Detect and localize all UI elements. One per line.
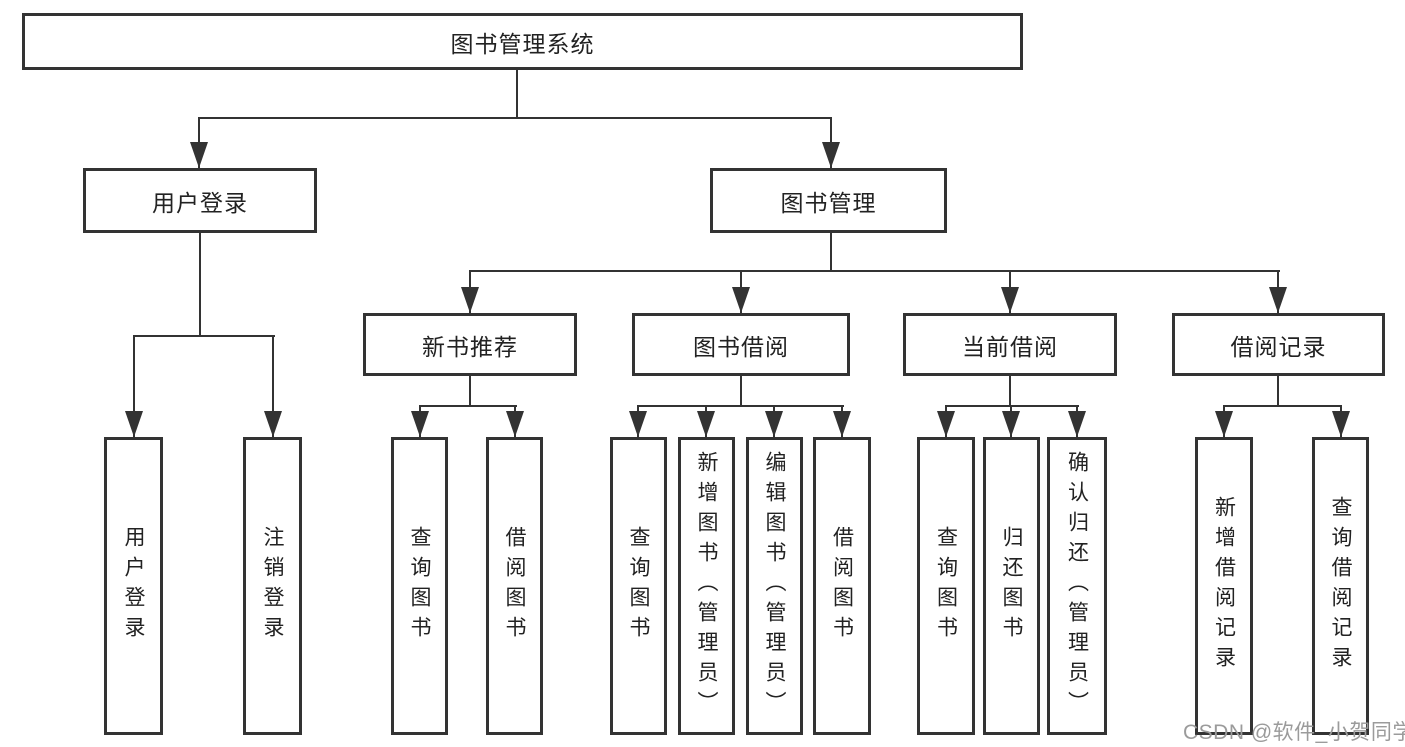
- arrow-down-icon: [822, 118, 840, 168]
- node-leaf-query-book-3: 查询图书: [917, 437, 975, 735]
- node-leaf-confirm-return-admin: 确认归还（管理员）: [1047, 437, 1107, 735]
- arrow-head: [833, 411, 851, 437]
- arrow-down-icon: [461, 271, 479, 313]
- node-label: 用户登录: [122, 526, 145, 646]
- node-leaf-return-book: 归还图书: [983, 437, 1040, 735]
- node-label: 新增图书（管理员）: [695, 451, 718, 721]
- arrow-down-icon: [264, 336, 282, 437]
- connector-line: [469, 270, 1280, 272]
- arrow-down-icon: [1332, 406, 1350, 437]
- node-user-login: 用户登录: [83, 168, 317, 233]
- node-label: 确认归还（管理员）: [1065, 451, 1089, 721]
- node-current-borrow: 当前借阅: [903, 313, 1117, 376]
- connector-line: [469, 375, 471, 406]
- arrow-head: [1215, 411, 1233, 437]
- arrow-head: [822, 142, 840, 168]
- arrow-stem: [133, 336, 135, 437]
- arrow-head: [697, 411, 715, 437]
- arrow-down-icon: [411, 406, 429, 437]
- node-label: 编辑图书（管理员）: [763, 451, 786, 721]
- node-borrow-records: 借阅记录: [1172, 313, 1385, 376]
- node-leaf-query-book-1: 查询图书: [391, 437, 448, 735]
- connector-line: [830, 232, 832, 271]
- node-label: 查询图书: [627, 526, 650, 646]
- arrow-head: [461, 287, 479, 313]
- arrow-stem: [272, 336, 274, 437]
- node-label: 借阅图书: [830, 526, 854, 646]
- connector-line: [740, 375, 742, 406]
- arrow-head: [264, 411, 282, 437]
- connector-line: [1223, 405, 1342, 407]
- node-leaf-query-borrow-record: 查询借阅记录: [1312, 437, 1369, 735]
- arrow-down-icon: [1269, 271, 1287, 313]
- arrow-down-icon: [833, 406, 851, 437]
- arrow-down-icon: [1001, 271, 1019, 313]
- node-leaf-borrow-book-2: 借阅图书: [813, 437, 871, 735]
- node-leaf-user-login: 用户登录: [104, 437, 163, 735]
- node-label: 查询图书: [934, 526, 958, 646]
- connector-line: [133, 335, 275, 337]
- arrow-head: [1068, 411, 1086, 437]
- node-leaf-edit-book-admin: 编辑图书（管理员）: [746, 437, 803, 735]
- node-label: 注销登录: [261, 526, 284, 646]
- node-leaf-query-book-2: 查询图书: [610, 437, 667, 735]
- arrow-head: [190, 142, 208, 168]
- arrow-head: [732, 287, 750, 313]
- node-label: 新增借阅记录: [1212, 496, 1236, 676]
- node-leaf-add-borrow-record: 新增借阅记录: [1195, 437, 1253, 735]
- connector-line: [1009, 375, 1011, 406]
- connector-line: [637, 405, 844, 407]
- node-leaf-logout: 注销登录: [243, 437, 302, 735]
- arrow-head: [1001, 287, 1019, 313]
- arrow-head: [506, 411, 524, 437]
- node-leaf-add-book-admin: 新增图书（管理员）: [678, 437, 735, 735]
- arrow-down-icon: [1215, 406, 1233, 437]
- arrow-down-icon: [765, 406, 783, 437]
- arrow-head: [765, 411, 783, 437]
- node-label: 查询借阅记录: [1329, 496, 1352, 676]
- watermark: CSDN @软件_小贺同学: [1183, 721, 1405, 744]
- node-book-borrow: 图书借阅: [632, 313, 850, 376]
- arrow-head: [937, 411, 955, 437]
- node-label: 查询图书: [408, 526, 431, 646]
- arrow-head: [1332, 411, 1350, 437]
- node-library-system: 图书管理系统: [22, 13, 1023, 70]
- arrow-head: [1002, 411, 1020, 437]
- connector-line: [199, 232, 201, 336]
- node-new-book-recommend: 新书推荐: [363, 313, 577, 376]
- arrow-down-icon: [1068, 406, 1086, 437]
- arrow-head: [629, 411, 647, 437]
- arrow-down-icon: [937, 406, 955, 437]
- connector-line: [419, 405, 517, 407]
- connector-line: [1277, 375, 1279, 406]
- arrow-down-icon: [732, 271, 750, 313]
- connector-line: [945, 405, 1079, 407]
- arrow-down-icon: [506, 406, 524, 437]
- arrow-down-icon: [190, 118, 208, 168]
- node-label: 归还图书: [1000, 526, 1023, 646]
- node-book-management: 图书管理: [710, 168, 947, 233]
- node-label: 借阅图书: [503, 526, 526, 646]
- connector-line: [516, 69, 518, 118]
- arrow-down-icon: [629, 406, 647, 437]
- node-leaf-borrow-book-1: 借阅图书: [486, 437, 543, 735]
- arrow-head: [1269, 287, 1287, 313]
- connector-line: [198, 117, 832, 119]
- arrow-head: [125, 411, 143, 437]
- arrow-down-icon: [1002, 406, 1020, 437]
- arrow-down-icon: [697, 406, 715, 437]
- arrow-head: [411, 411, 429, 437]
- arrow-down-icon: [125, 336, 143, 437]
